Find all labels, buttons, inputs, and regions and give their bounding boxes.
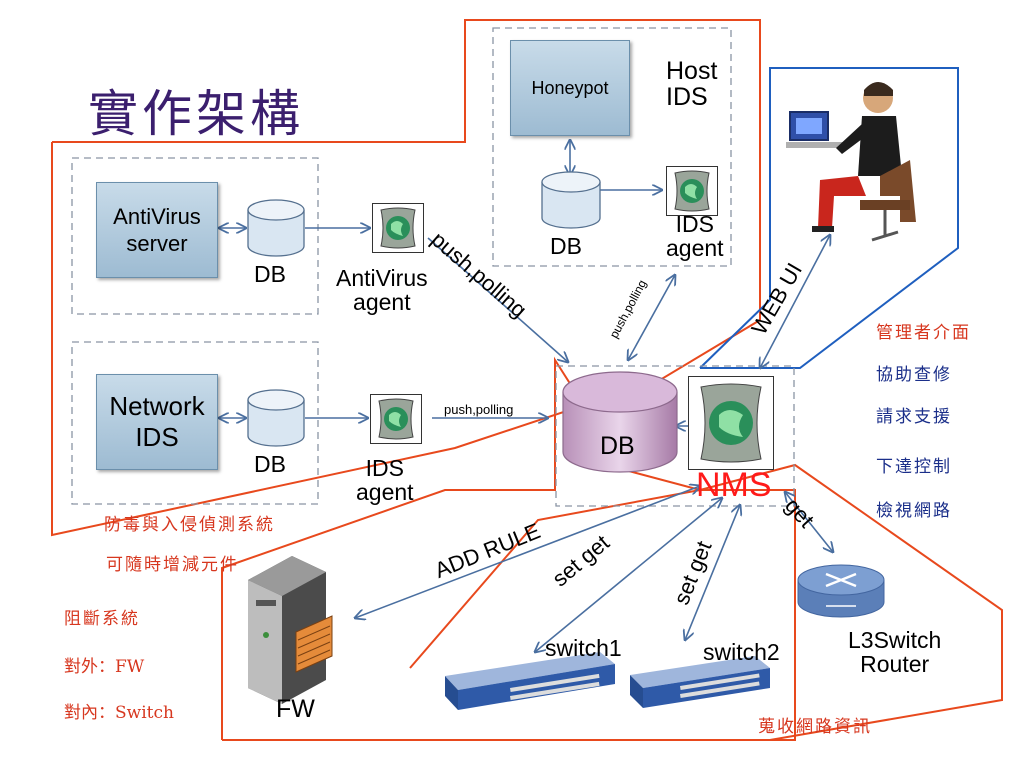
- switch1-label: switch1: [545, 635, 622, 661]
- antivirus-agent-label: AntiVirus agent: [336, 265, 428, 316]
- ids-agent-left-icon: [370, 394, 422, 444]
- globe-agent-icon: [700, 383, 762, 463]
- globe-agent-icon: [378, 398, 414, 440]
- dashed-box-host-ids: [492, 27, 732, 267]
- ids-agent-top-label: IDS agent: [666, 211, 724, 262]
- database-icon-2: [247, 389, 305, 447]
- annotation-block-system: 阻斷系統: [64, 609, 140, 629]
- database-icon-1: [247, 199, 305, 257]
- router-label: L3Switch Router: [848, 627, 942, 678]
- annotation-request-support: 請求支援: [876, 407, 952, 427]
- annotation-manager-interface: 管理者介面: [876, 323, 971, 343]
- db3-label: DB: [550, 233, 582, 259]
- network-ids-node: Network IDS: [96, 374, 218, 470]
- honeypot-node: Honeypot: [510, 40, 630, 136]
- annotation-antivirus-ids-system: 防毒與入侵偵測系統: [104, 515, 275, 535]
- admin-user-icon: [786, 82, 916, 242]
- annotation-inspect-network: 檢視網路: [876, 501, 952, 521]
- nms-db-label: DB: [600, 432, 635, 460]
- network-ids-label: Network IDS: [109, 390, 205, 452]
- nms-agent-icon: [688, 376, 774, 470]
- fw-label: FW: [276, 695, 315, 723]
- annotation-assist-troubleshoot: 協助查修: [876, 365, 952, 385]
- db2-label: DB: [254, 451, 286, 477]
- nms-label: NMS: [696, 466, 772, 504]
- router-icon: [797, 564, 885, 618]
- antivirus-agent-icon: [372, 203, 424, 253]
- annotation-issue-control: 下達控制: [876, 457, 952, 477]
- dashed-box-network-ids: [71, 341, 319, 505]
- host-ids-label: Host IDS: [666, 57, 718, 112]
- annotation-scalable: 可隨時增減元件: [106, 555, 239, 575]
- ids-agent-left-label: IDS agent: [356, 455, 414, 506]
- annotation-internal-switch: 對內：Switch: [64, 703, 174, 723]
- annotation-collect-network-info: 蒐收網路資訊: [758, 717, 872, 737]
- annotation-external-fw: 對外：FW: [64, 657, 145, 677]
- dashed-box-antivirus: [71, 157, 319, 315]
- globe-agent-icon: [674, 170, 710, 212]
- ids-agent-top-icon: [666, 166, 718, 216]
- database-icon-3: [541, 171, 601, 229]
- network-switch-icon-1: [445, 652, 615, 710]
- db1-label: DB: [254, 261, 286, 287]
- antivirus-server-label: AntiVirus server: [113, 203, 201, 257]
- page-title: 實作架構: [88, 85, 304, 143]
- switch2-label: switch2: [703, 639, 780, 665]
- honeypot-label: Honeypot: [531, 77, 609, 98]
- globe-agent-icon: [380, 207, 416, 249]
- edge-label-push-polling-mid: push,polling: [444, 402, 514, 417]
- network-switch-icon-2: [630, 656, 770, 708]
- nms-database-icon: [562, 371, 678, 473]
- antivirus-server-node: AntiVirus server: [96, 182, 218, 278]
- server-tower-icon: [248, 556, 333, 704]
